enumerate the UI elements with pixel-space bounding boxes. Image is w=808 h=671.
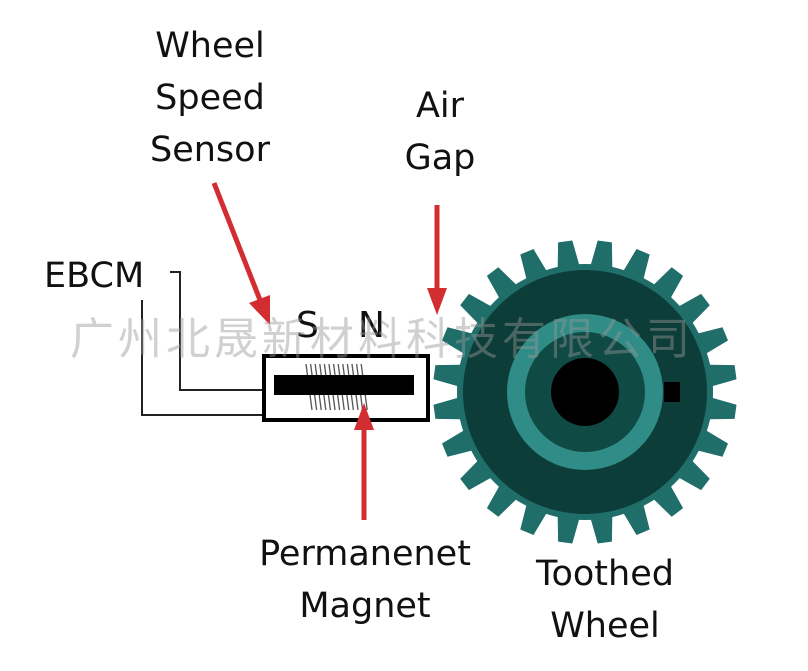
label-speed: Speed <box>155 78 265 118</box>
label-wheel: Wheel <box>155 26 265 66</box>
ebcm-wire-lower <box>141 300 268 416</box>
permanent-magnet-core <box>274 375 414 395</box>
label-pole-s: S <box>296 305 319 346</box>
arrow-wheel-speed-sensor <box>211 182 270 325</box>
label-toothed: Toothed <box>536 554 674 594</box>
label-ebcm: EBCM <box>44 256 145 296</box>
label-wheel-2: Wheel <box>550 606 660 646</box>
label-pole-n: N <box>358 305 385 346</box>
arrow-air-gap <box>427 205 447 315</box>
label-sensor: Sensor <box>150 130 270 170</box>
label-permanenet: Permanenet <box>259 534 471 574</box>
arrow-permanent-magnet <box>354 403 374 520</box>
label-toothed-wheel: Toothed Wheel <box>505 548 705 652</box>
label-permanent-magnet: Permanenet Magnet <box>235 528 495 632</box>
toothed-wheel <box>433 240 737 544</box>
watermark-text: 广州北晟新材料科技有限公司 <box>70 314 694 365</box>
ebcm-wire-upper <box>170 271 270 391</box>
gear-key <box>664 382 680 402</box>
gear-hub <box>551 358 619 426</box>
label-magnet: Magnet <box>299 586 431 626</box>
label-wheel-speed-sensor: Wheel Speed Sensor <box>130 20 290 176</box>
label-gap: Gap <box>404 138 476 178</box>
label-air: Air <box>415 86 465 126</box>
label-air-gap: Air Gap <box>390 80 490 184</box>
